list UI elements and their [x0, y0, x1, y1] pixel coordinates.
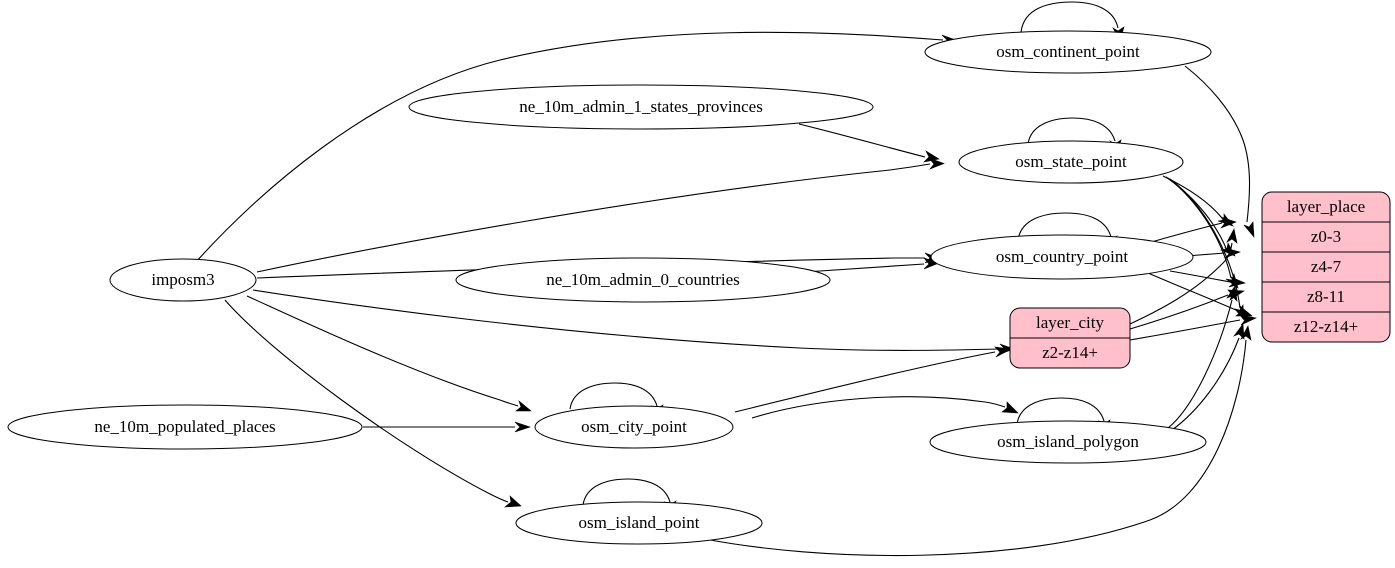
arrowhead-icon — [923, 150, 940, 163]
node-shape-ellipse[interactable] — [930, 234, 1194, 280]
layer-place-row-z12-z14[interactable]: z12-z14+ — [1294, 317, 1358, 336]
arrowhead-icon — [1239, 314, 1257, 326]
arrowhead-icon — [515, 400, 532, 412]
node-layer: imposm3 ne_10m_admin_1_states_provinces … — [7, 30, 1391, 545]
arrowhead-icon — [514, 421, 531, 433]
node-ne-10m-admin-1-states-provinces[interactable]: ne_10m_admin_1_states_provinces — [408, 84, 874, 130]
node-ne-10m-admin-0-countries[interactable]: ne_10m_admin_0_countries — [455, 257, 831, 303]
node-label-osm-continent-point: osm_continent_point — [996, 42, 1140, 61]
edge-ne-admin0-to-osm-country-point — [804, 263, 925, 273]
arrowhead-icon — [1233, 323, 1245, 340]
layer-place-row-z8-11[interactable]: z8-11 — [1307, 287, 1345, 306]
node-label-imposm3: imposm3 — [151, 270, 214, 289]
edge-osm-island-polygon-to-layer-place-z8-11 — [1167, 299, 1233, 429]
edge-imposm3-to-osm-island-point — [224, 299, 509, 503]
layer-place-row-z0-3[interactable]: z0-3 — [1311, 227, 1341, 246]
node-imposm3[interactable]: imposm3 — [109, 258, 257, 302]
edge-osm-state-point-to-layer-place-z0-3 — [1162, 175, 1223, 219]
edge-imposm3-to-osm-continent-point — [195, 31, 944, 263]
node-label-osm-state-point: osm_state_point — [1015, 152, 1127, 171]
edge-imposm3-to-osm-state-point — [256, 163, 931, 273]
node-ne-10m-populated-places[interactable]: ne_10m_populated_places — [7, 404, 363, 450]
edge-osm-country-point-to-layer-place-z0-3 — [1147, 222, 1223, 244]
edge-layer-city-to-layer-place-z0-3 — [1129, 242, 1233, 325]
arrowhead-icon — [1243, 221, 1255, 238]
node-shape-ellipse[interactable] — [7, 404, 363, 450]
edge-osm-continent-point-self-loop — [1020, 1, 1119, 33]
edge-osm-country-point-to-layer-place-z8-11 — [1169, 270, 1231, 283]
layer-place-box[interactable] — [1261, 191, 1391, 343]
edge-osm-city-point-self-loop — [569, 382, 658, 410]
edge-imposm3-to-layer-city — [252, 289, 1001, 351]
node-shape-ellipse[interactable] — [109, 258, 257, 302]
node-osm-continent-point[interactable]: osm_continent_point — [924, 30, 1212, 74]
arrowhead-icon — [1001, 401, 1019, 414]
edge-osm-state-point-self-loop — [1027, 117, 1116, 145]
layer-city-title: layer_city — [1036, 313, 1104, 332]
node-label-osm-city-point: osm_city_point — [581, 417, 687, 436]
edge-osm-island-polygon-self-loop — [1016, 397, 1105, 425]
node-osm-city-point[interactable]: osm_city_point — [534, 405, 734, 449]
node-shape-ellipse[interactable] — [929, 420, 1207, 464]
edge-ne-admin1-to-osm-state-point — [798, 123, 926, 158]
arrowhead-icon — [923, 257, 940, 270]
edge-osm-city-point-to-layer-city — [734, 351, 996, 413]
edge-osm-island-polygon-to-layer-place-z12-z14 — [1171, 337, 1240, 431]
edge-layer-city-to-layer-place-z12-z14 — [1129, 319, 1241, 341]
node-label-osm-island-polygon: osm_island_polygon — [997, 432, 1139, 451]
node-label-ne-admin1: ne_10m_admin_1_states_provinces — [519, 97, 763, 116]
node-shape-ellipse[interactable] — [924, 30, 1212, 74]
node-label-osm-country-point: osm_country_point — [996, 247, 1128, 266]
arrowhead-icon — [1220, 216, 1237, 229]
arrowhead-icon — [504, 495, 522, 508]
arrowhead-icon — [1228, 276, 1246, 288]
arrowhead-icon — [994, 346, 1012, 358]
edge-osm-island-point-self-loop — [582, 478, 671, 506]
node-shape-ellipse[interactable] — [515, 501, 763, 545]
arrowhead-icon — [1240, 325, 1252, 341]
edge-osm-city-point-to-osm-island-polygon — [751, 396, 1006, 419]
node-osm-island-point[interactable]: osm_island_point — [515, 501, 763, 545]
node-label-ne-admin0: ne_10m_admin_0_countries — [546, 270, 740, 289]
edge-layer-city-to-layer-place-z8-11 — [1129, 294, 1229, 330]
edge-osm-state-point-to-layer-place-z12-z14 — [1169, 178, 1241, 309]
layer-city-row-z2-z14[interactable]: z2-z14+ — [1042, 343, 1098, 362]
edge-imposm3-to-osm-city-point — [246, 295, 519, 407]
edge-osm-island-point-to-layer-place-z12-z14 — [699, 339, 1247, 557]
edge-osm-continent-point-to-layer-place-z0-3 — [1184, 65, 1251, 223]
layer-place-title: layer_place — [1287, 197, 1365, 216]
node-shape-ellipse[interactable] — [958, 140, 1184, 184]
layer-place-row-z4-7[interactable]: z4-7 — [1311, 257, 1342, 276]
edge-osm-country-point-to-layer-place-z12-z14 — [1147, 272, 1239, 312]
arrowhead-icon — [1226, 285, 1238, 302]
node-osm-island-polygon[interactable]: osm_island_polygon — [929, 420, 1207, 464]
node-label-ne-populated: ne_10m_populated_places — [94, 417, 275, 436]
node-osm-country-point[interactable]: osm_country_point — [930, 234, 1194, 280]
arrowhead-icon — [1226, 228, 1238, 244]
node-layer-place[interactable]: layer_place z0-3 z4-7 z8-11 z12-z14+ — [1261, 191, 1391, 343]
node-shape-ellipse[interactable] — [408, 84, 874, 130]
edge-osm-country-point-self-loop — [1017, 212, 1112, 241]
edge-osm-state-point-to-layer-place-z8-11 — [1167, 177, 1232, 279]
node-layer-city[interactable]: layer_city z2-z14+ — [1009, 307, 1131, 369]
node-shape-ellipse[interactable] — [534, 405, 734, 449]
node-shape-ellipse[interactable] — [455, 257, 831, 303]
node-label-osm-island-point: osm_island_point — [579, 513, 700, 532]
node-osm-state-point[interactable]: osm_state_point — [958, 140, 1184, 184]
